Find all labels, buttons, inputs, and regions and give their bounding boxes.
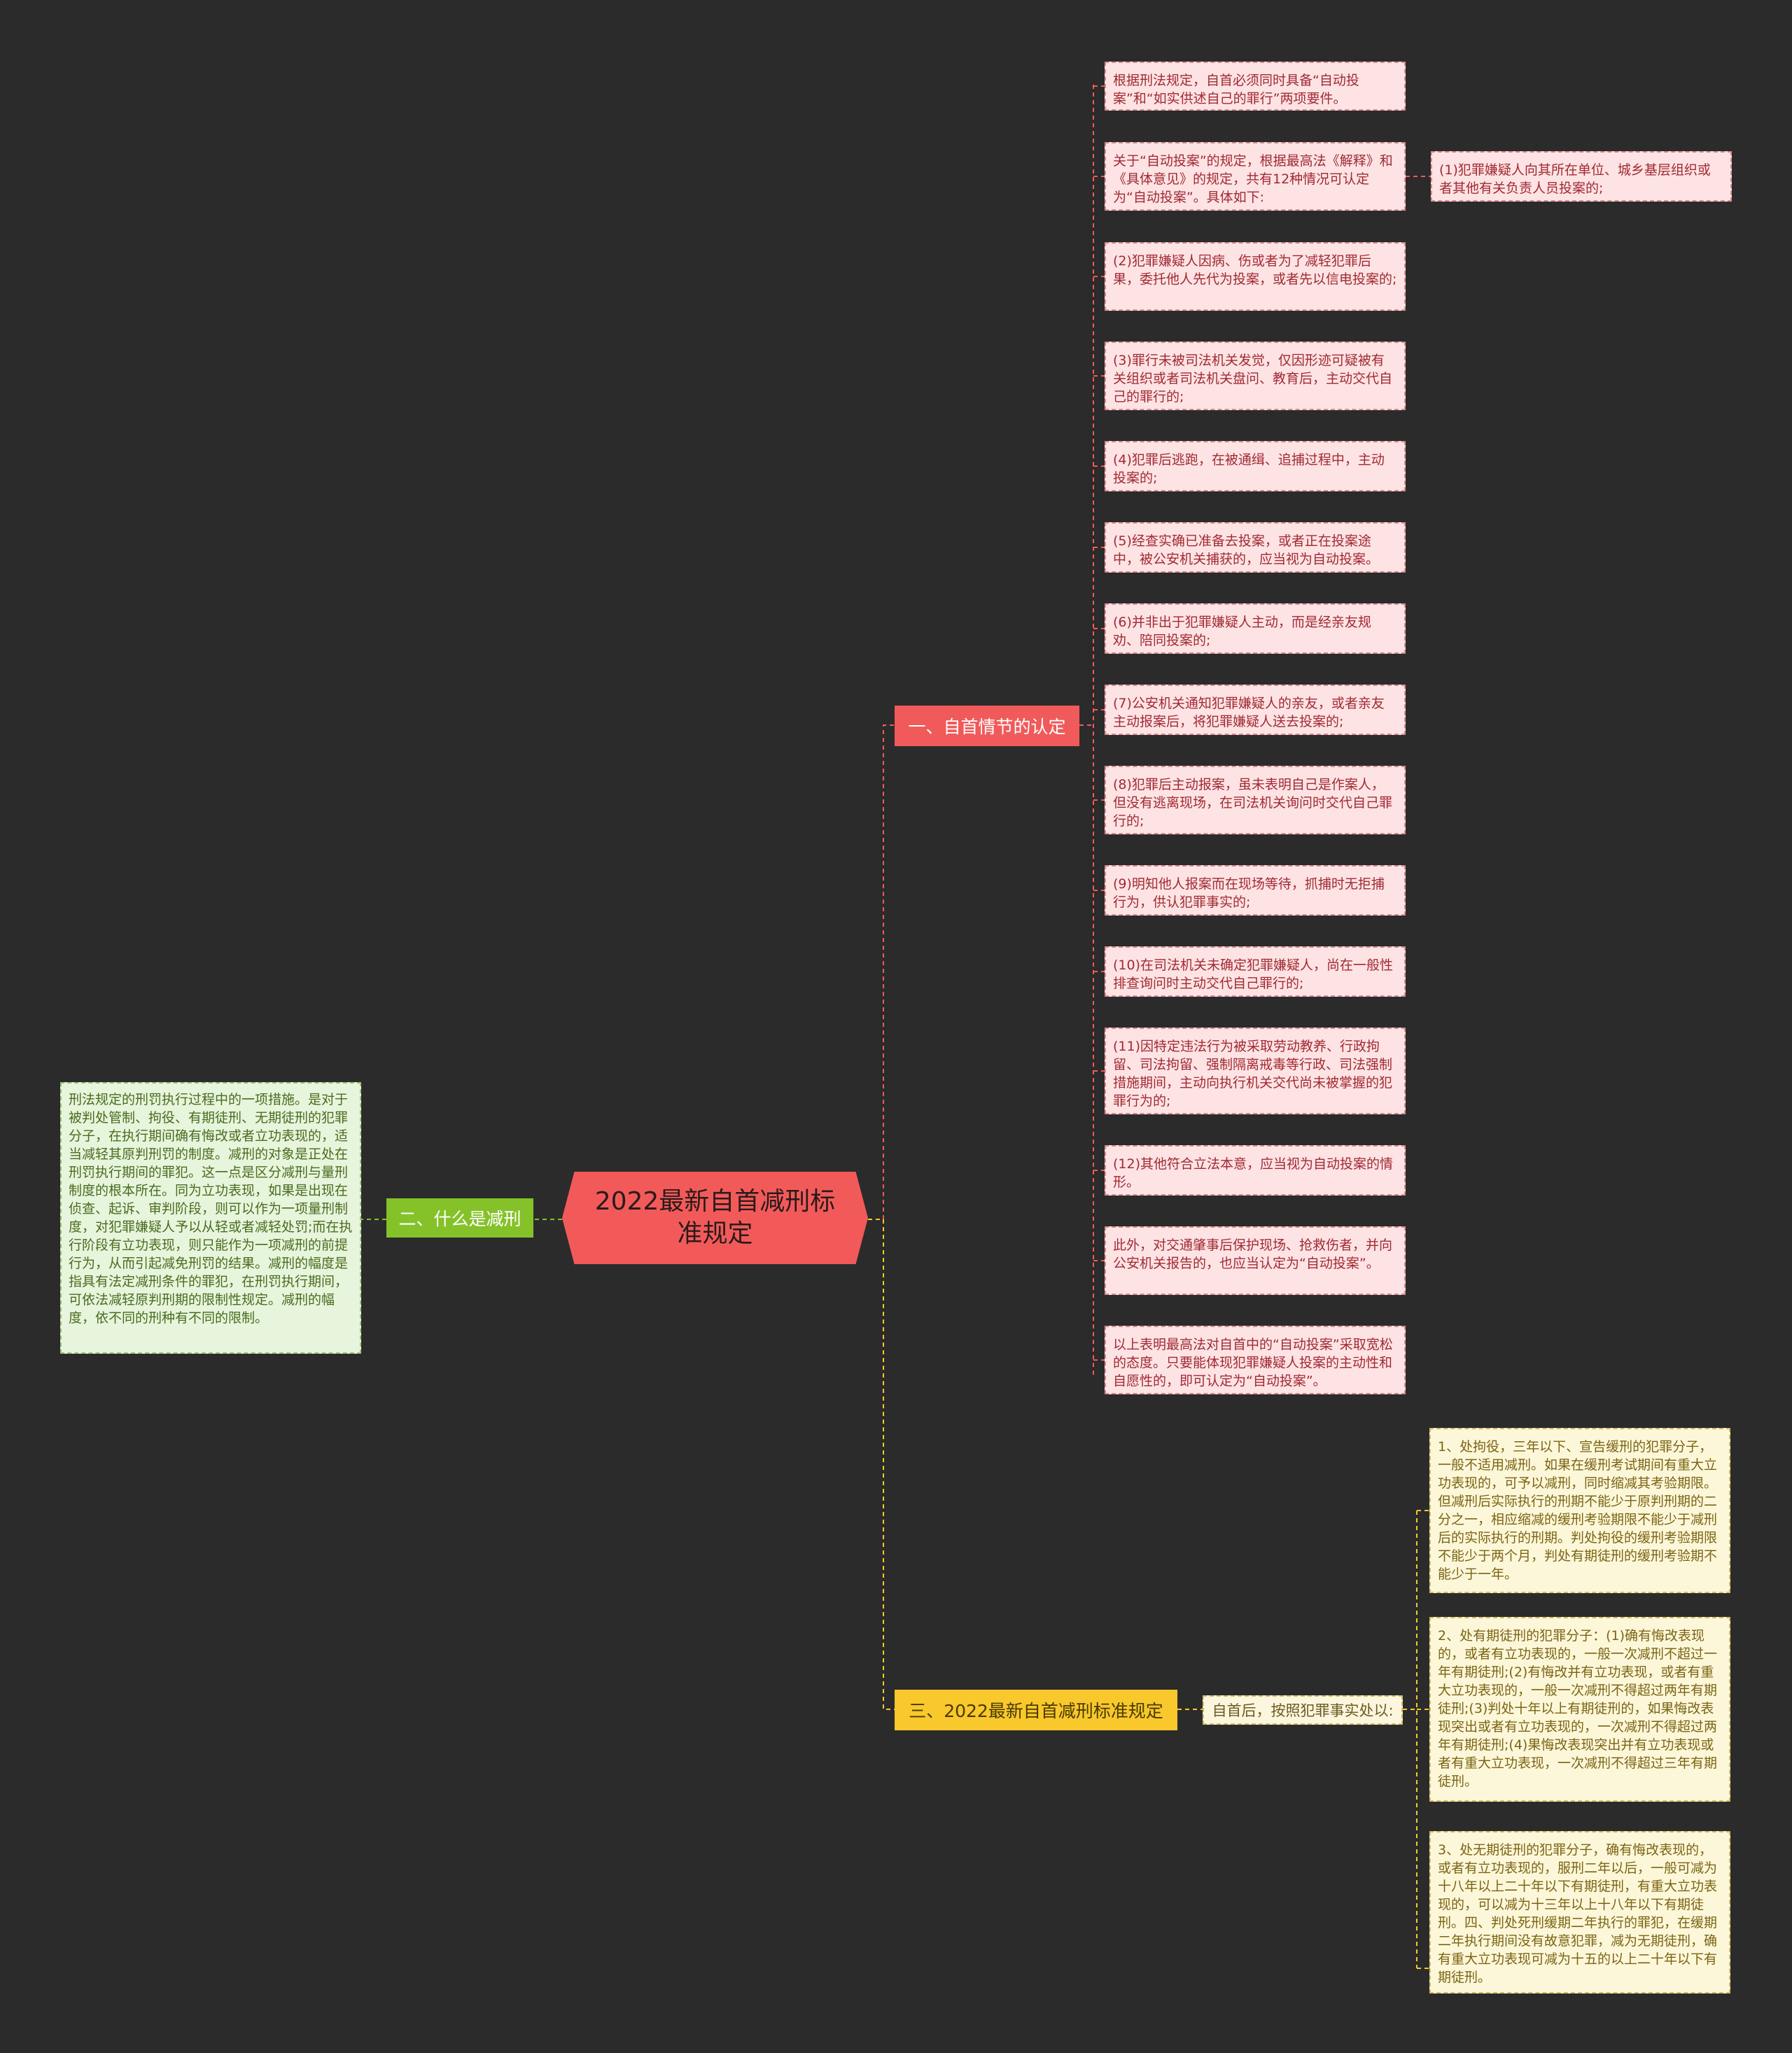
edge-root-branch3: [868, 1219, 895, 1710]
list-item: (8)犯罪后主动报案，虽未表明自己是作案人，但没有逃离现场，在司法机关询问时交代…: [1105, 766, 1406, 834]
list-item: 以上表明最高法对自首中的“自动投案”采取宽松的态度。只要能体现犯罪嫌疑人投案的主…: [1105, 1326, 1406, 1394]
edge-branch1-spine: [1079, 85, 1094, 1378]
root-topic-label: 2022最新自首减刑标准规定: [594, 1187, 836, 1248]
sub-topic-label: 自首后，按照犯罪事实处以:: [1212, 1702, 1394, 1719]
list-item: 此外，对交通肇事后保护现场、抢救伤者，并向公安机关报告的，也应当认定为“自动投案…: [1105, 1226, 1406, 1295]
list-item: (6)并非出于犯罪嫌疑人主动，而是经亲友规劝、陪同投案的;: [1105, 603, 1406, 654]
branch-label: 一、自首情节的认定: [908, 717, 1066, 737]
definition-note: 刑法规定的刑罚执行过程中的一项措施。是对于被判处管制、拘役、有期徒刑、无期徒刑的…: [60, 1082, 361, 1354]
list-item: (3)罪行未被司法机关发觉，仅因形迹可疑被有关组织或者司法机关盘问、教育后，主动…: [1105, 342, 1406, 410]
list-item: 根据刑法规定，自首必须同时具备“自动投案”和“如实供述自己的罪行”两项要件。: [1105, 62, 1406, 111]
branch-label: 二、什么是减刑: [398, 1209, 522, 1229]
list-item: (10)在司法机关未确定犯罪嫌疑人，尚在一般性排查询问时主动交代自己罪行的;: [1105, 946, 1406, 997]
list-item: 2、处有期徒刑的犯罪分子：(1)确有悔改表现的，或者有立功表现的，一般一次减刑不…: [1429, 1617, 1730, 1802]
branch-surrender-determination[interactable]: 一、自首情节的认定: [895, 706, 1079, 746]
root-topic[interactable]: 2022最新自首减刑标准规定: [562, 1172, 868, 1264]
edge-sub-spine: [1403, 1511, 1418, 1968]
edge-root-branch1: [868, 724, 895, 1220]
list-item: 1、处拘役，三年以下、宣告缓刑的犯罪分子，一般不适用减刑。如果在缓刑考试期间有重…: [1429, 1428, 1730, 1593]
list-item-child: (1)犯罪嫌疑人向其所在单位、城乡基层组织或者其他有关负责人员投案的;: [1431, 151, 1732, 202]
list-item: 关于“自动投案”的规定，根据最高法《解释》和《具体意见》的规定，共有12种情况可…: [1105, 142, 1406, 211]
branch-what-is-sentence-reduction[interactable]: 二、什么是减刑: [386, 1198, 533, 1238]
list-item: 3、处无期徒刑的犯罪分子，确有悔改表现的，或者有立功表现的，服刑二年以后，一般可…: [1429, 1831, 1730, 1994]
list-item: (4)犯罪后逃跑，在被通缉、追捕过程中，主动投案的;: [1105, 441, 1406, 491]
list-item: (11)因特定违法行为被采取劳动教养、行政拘留、司法拘留、强制隔离戒毒等行政、司…: [1105, 1028, 1406, 1114]
branch-reduction-standards[interactable]: 三、2022最新自首减刑标准规定: [895, 1690, 1177, 1730]
list-item: (9)明知他人报案而在现场等待，抓捕时无拒捕行为，供认犯罪事实的;: [1105, 865, 1406, 916]
list-item: (12)其他符合立法本意，应当视为自动投案的情形。: [1105, 1145, 1406, 1196]
list-item: (7)公安机关通知犯罪嫌疑人的亲友，或者亲友主动报案后，将犯罪嫌疑人送去投案的;: [1105, 685, 1406, 735]
list-item: (2)犯罪嫌疑人因病、伤或者为了减轻犯罪后果，委托他人先代为投案，或者先以信电投…: [1105, 242, 1406, 311]
definition-text: 刑法规定的刑罚执行过程中的一项措施。是对于被判处管制、拘役、有期徒刑、无期徒刑的…: [69, 1092, 353, 1326]
sub-topic-after-surrender[interactable]: 自首后，按照犯罪事实处以:: [1203, 1695, 1403, 1725]
list-item: (5)经查实确已准备去投案，或者正在投案途中，被公安机关捕获的，应当视为自动投案…: [1105, 522, 1406, 573]
branch-label: 三、2022最新自首减刑标准规定: [909, 1701, 1163, 1721]
